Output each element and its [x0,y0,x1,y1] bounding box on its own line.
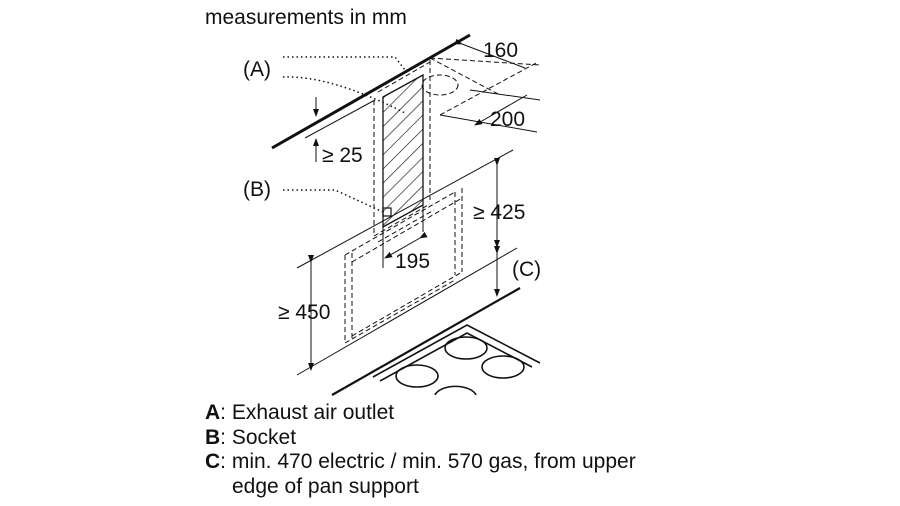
dim-160: 160 [483,39,518,62]
cooktop [372,324,541,396]
legend-item-b: B: Socket [205,425,297,449]
dim-200: 200 [490,108,525,131]
legend-item-c-cont: edge of pan support [232,474,419,498]
dim-min-450: ≥ 450 [278,301,330,324]
ceiling-line [271,33,471,150]
label-c: (C) [512,258,541,281]
dim-195: 195 [395,250,430,273]
legend-item-a: A: Exhaust air outlet [205,401,395,424]
dim-min-425: ≥ 425 [473,201,525,224]
label-b: (B) [243,178,271,201]
label-a: (A) [243,58,271,81]
legend: A: Exhaust air outlet B: Socket C: min. … [205,401,636,499]
legend-item-c: C: min. 470 electric / min. 570 gas, fro… [205,450,636,473]
diagram-title: measurements in mm [205,6,407,29]
dim-min-25: ≥ 25 [322,144,363,167]
chimney [382,73,424,229]
